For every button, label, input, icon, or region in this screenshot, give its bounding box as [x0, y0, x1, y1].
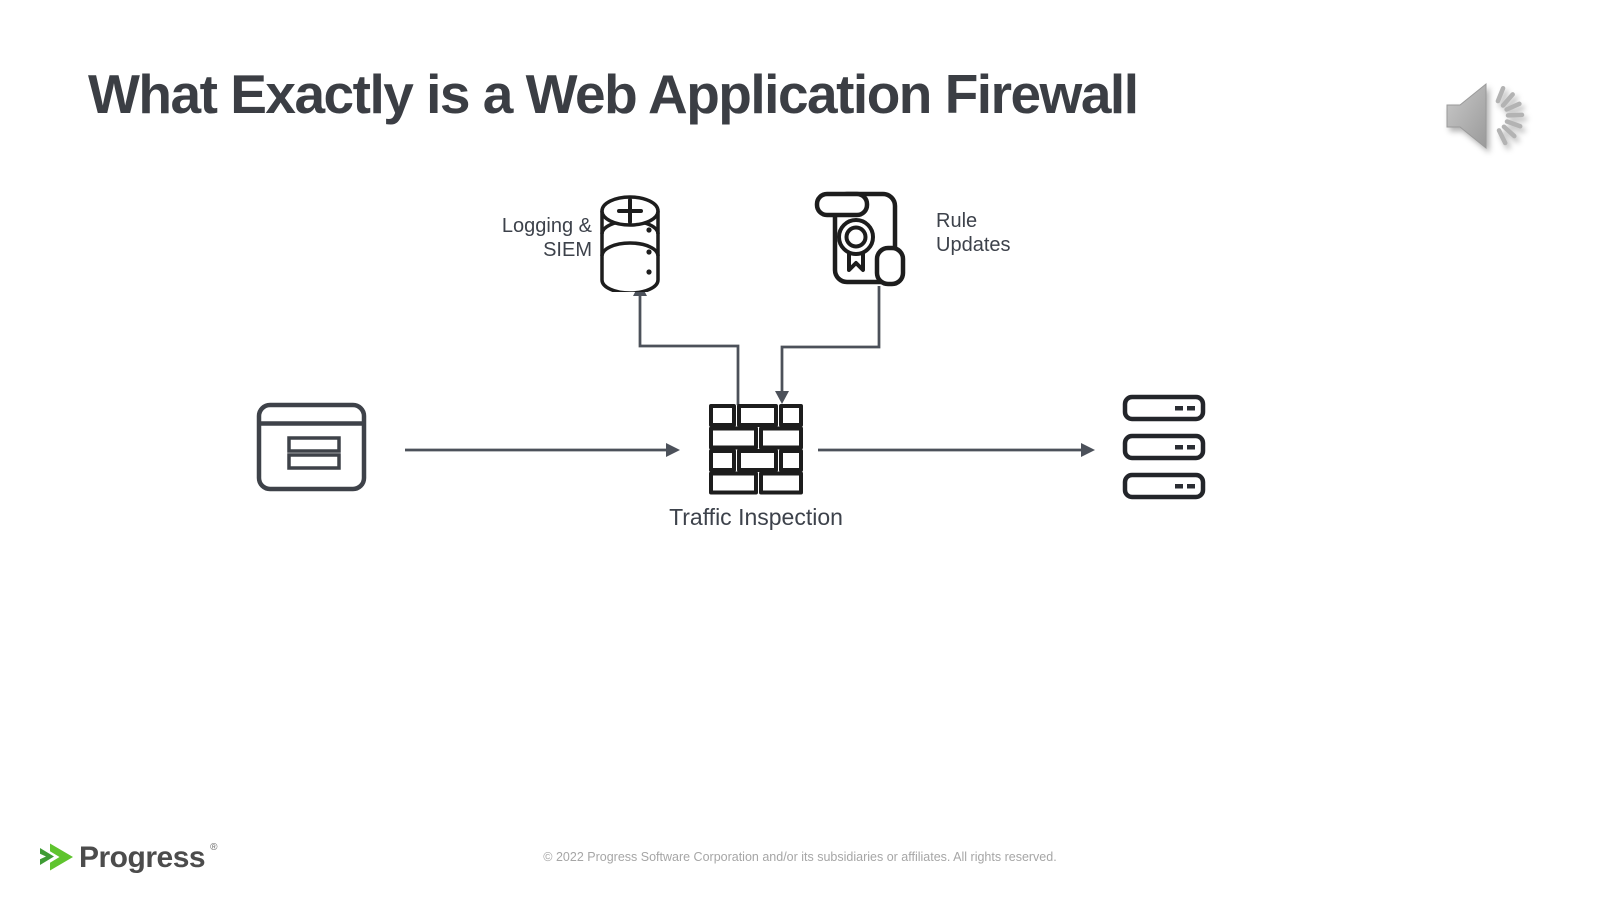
arrowhead-down — [775, 391, 789, 404]
firewall-brick-icon — [707, 402, 805, 498]
label-rule-updates: Rule Updates — [936, 209, 1136, 257]
label-logging-siem: Logging & SIEM — [430, 214, 592, 262]
browser-window-icon — [256, 402, 368, 492]
brand-trademark: ® — [210, 841, 218, 853]
arrowhead-right-2 — [1081, 443, 1095, 457]
arrowhead-right-1 — [666, 443, 680, 457]
database-icon — [598, 192, 662, 292]
label-rules-line1: Rule — [936, 210, 978, 232]
arrow-rules-to-waf — [780, 286, 881, 392]
label-traffic-inspection: Traffic Inspection — [669, 504, 843, 530]
server-unit-1 — [1122, 394, 1206, 422]
certificate-scroll-icon — [813, 186, 907, 290]
progress-logo: Progress ® — [38, 841, 217, 875]
speaker-icon[interactable] — [1430, 70, 1525, 165]
brand-wordmark: Progress — [79, 841, 206, 874]
progress-arrow-icon — [40, 843, 73, 871]
server-unit-3 — [1122, 472, 1206, 500]
label-rules-line2: Updates — [936, 234, 1011, 256]
label-logging-line1: Logging & — [501, 215, 592, 237]
slide-title: What Exactly is a Web Application Firewa… — [88, 63, 1139, 125]
label-logging-line2: SIEM — [543, 239, 592, 261]
server-unit-2 — [1122, 433, 1206, 461]
server-stack-icon — [1122, 394, 1206, 504]
copyright-text: © 2022 Progress Software Corporation and… — [543, 850, 1057, 864]
arrow-waf-to-logging — [638, 296, 740, 405]
